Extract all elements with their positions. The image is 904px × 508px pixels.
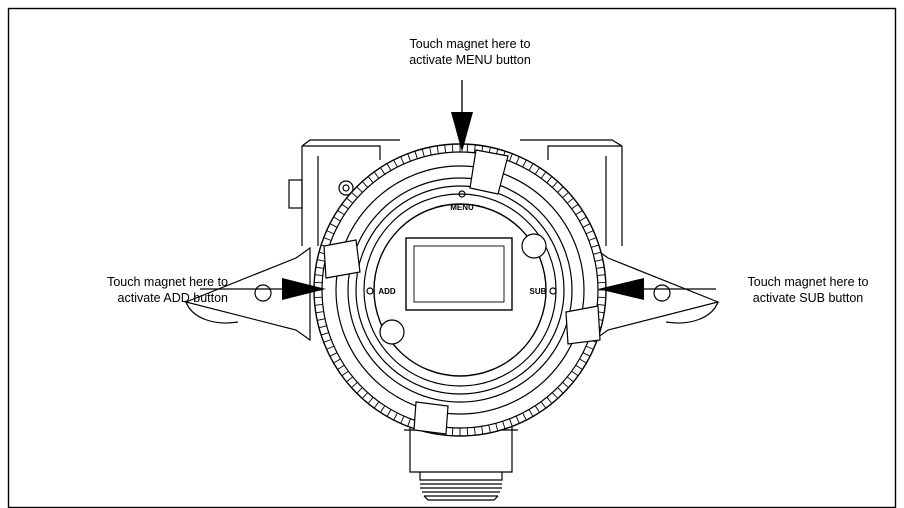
add-label: ADD [378, 287, 396, 296]
sub-callout-line1: Touch magnet here to [747, 275, 869, 289]
magnet-point-lower [379, 319, 405, 345]
sub-indicator [549, 287, 557, 295]
sub-callout-line2: activate SUB button [752, 291, 864, 305]
add-callout-line1: Touch magnet here to [107, 275, 228, 289]
menu-label: MENU [450, 203, 474, 212]
add-arrow [200, 278, 326, 300]
menu-callout: Touch magnet here to activate MENU butto… [360, 36, 580, 68]
menu-arrow [451, 80, 473, 152]
add-callout-line2: activate ADD button [117, 291, 228, 305]
add-indicator [366, 287, 374, 295]
menu-callout-line1: Touch magnet here to [409, 37, 531, 51]
menu-indicator [458, 190, 466, 198]
clamp-tabs [323, 149, 601, 435]
sub-arrow [598, 278, 716, 300]
sub-callout: Touch magnet here to activate SUB button [718, 274, 898, 306]
menu-callout-line2: activate MENU button [409, 53, 531, 67]
rear-housing [288, 139, 623, 246]
sub-label: SUB [530, 287, 547, 296]
add-callout: Touch magnet here to activate ADD button [18, 274, 228, 306]
magnet-point-upper [521, 233, 547, 259]
display-window [405, 237, 513, 311]
